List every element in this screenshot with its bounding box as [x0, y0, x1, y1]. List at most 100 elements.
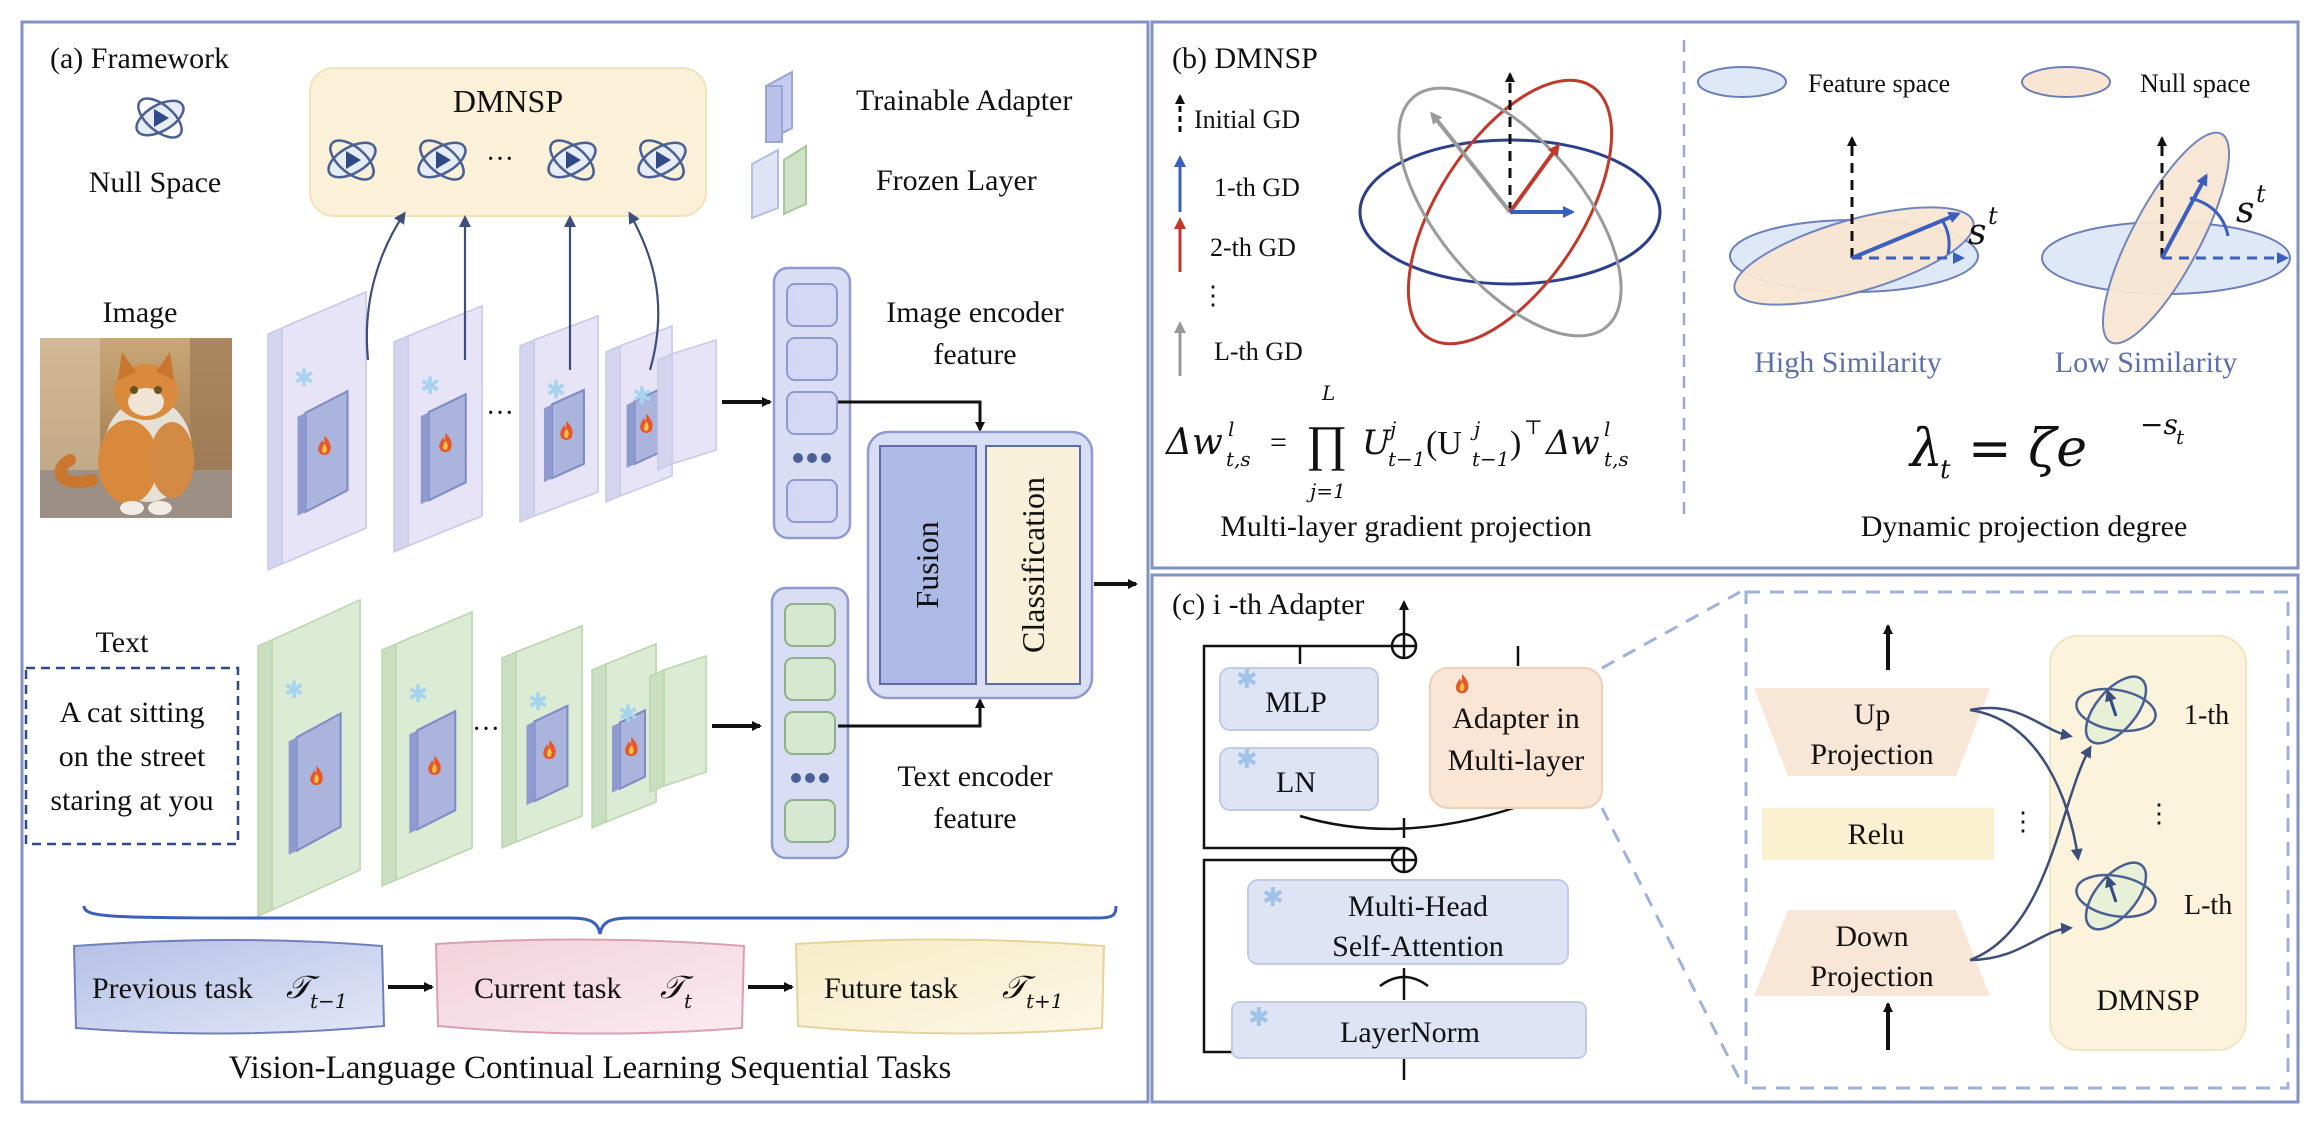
gd-2-label: 2-th GD — [1210, 233, 1296, 262]
image-label: Image — [103, 296, 178, 329]
text-input-line-2: on the street — [59, 740, 206, 773]
text-layer-2: ✱ — [381, 610, 473, 888]
svg-text:t−1: t−1 — [1472, 447, 1510, 471]
svg-text:j: j — [1386, 417, 1396, 441]
task-current-sub: t — [684, 989, 693, 1013]
frozen-snowflake-icon: ✱ — [294, 366, 314, 392]
lambda-caption: Dynamic projection degree — [1861, 510, 2188, 543]
feature-token — [786, 283, 838, 327]
feature-ellipsis-dot — [807, 453, 817, 463]
dmnsp-title: DMNSP — [453, 83, 563, 119]
task-current: Current task 𝒯 t — [434, 938, 746, 1035]
down-projection-block — [1754, 910, 1990, 996]
cat-image — [40, 338, 232, 518]
gd-vdots: ⋮ — [1200, 281, 1226, 310]
panel-c-frame — [1150, 573, 2300, 1104]
detail-vdots-right: ⋮ — [2146, 799, 2172, 828]
frozen-snowflake-icon: ✱ — [528, 690, 548, 716]
adapter-detail-frame — [1744, 590, 2290, 1090]
classification-label: Classification — [1015, 477, 1051, 653]
low-similarity-label: Low Similarity — [2055, 346, 2238, 379]
dmnsp-1th-icon — [2075, 675, 2157, 745]
detail-vdots-left: ⋮ — [2010, 807, 2036, 836]
feature-space-legend-icon — [1697, 66, 1787, 98]
ln-snowflake-icon: ✱ — [1236, 745, 1258, 774]
formula-prod-top: L — [1321, 381, 1335, 405]
text-layer-5 — [649, 654, 707, 794]
task-future-sub: t+1 — [1026, 989, 1064, 1013]
feature-ellipsis-dot — [819, 773, 829, 783]
panel-a-title: (a) Framework — [50, 42, 229, 75]
svg-text:l: l — [1228, 417, 1234, 441]
low-similarity-plot: s t — [2041, 131, 2291, 345]
feature-token — [786, 479, 838, 523]
tasks-brace — [82, 905, 1118, 935]
task-previous-sub: t−1 — [310, 989, 348, 1013]
svg-text:l: l — [1604, 417, 1610, 441]
feature-ellipsis-dot — [791, 773, 801, 783]
up-projection-block — [1754, 688, 1990, 776]
text-input-line-1: A cat sitting — [60, 696, 205, 729]
frozen-snowflake-icon: ✱ — [284, 678, 304, 704]
panel-b-frame — [1150, 20, 2300, 570]
feature-token — [786, 391, 838, 435]
panel-c-title: (c) i -th Adapter — [1172, 588, 1364, 621]
ln-block — [1219, 747, 1379, 811]
svg-text:t,s: t,s — [1226, 447, 1251, 471]
null-space-legend-label: Null space — [2140, 69, 2250, 98]
mhsa-line-2: Self-Attention — [1332, 930, 1504, 963]
high-similarity-plot: s t — [1729, 136, 1998, 306]
layernorm-snowflake-icon: ✱ — [1248, 1003, 1270, 1032]
text-encoder-layers: ✱ ✱ ✱ ✱ — [257, 598, 707, 918]
text-layer-1: ✱ — [257, 598, 361, 918]
svg-text:): ) — [1510, 425, 1521, 462]
first-label: 1-th — [2184, 700, 2229, 731]
gradient-projection-plot — [1358, 72, 1662, 346]
feature-token — [784, 603, 836, 647]
mhsa-snowflake-icon: ✱ — [1262, 883, 1284, 912]
null-space-legend-icon — [2021, 66, 2111, 98]
mlp-snowflake-icon: ✱ — [1236, 665, 1258, 694]
mlp-label: MLP — [1265, 686, 1327, 719]
formula-u: U — [1362, 423, 1392, 463]
text-layers-ellipsis: ··· — [472, 714, 500, 745]
null-space-label: Null Space — [89, 166, 221, 199]
frozen-snowflake-icon: ✱ — [408, 682, 428, 708]
image-feature-line-2: feature — [933, 338, 1016, 371]
residual-add-top-plus — [1392, 634, 1416, 658]
gd-l-label: L-th GD — [1214, 337, 1303, 366]
image-feature-line-1: Image encoder — [886, 296, 1063, 329]
up-line-2: Projection — [1810, 738, 1933, 771]
image-layer-3: ✱ — [519, 314, 599, 524]
zoom-line-bottom — [1600, 807, 1742, 1081]
trainable-adapter-label: Trainable Adapter — [856, 84, 1072, 117]
high-sim-s: s — [1968, 212, 1986, 253]
formula-delta-w-right: Δw — [1544, 423, 1600, 463]
text-feature-line-2: feature — [933, 802, 1016, 835]
task-current-label: Current task — [474, 972, 621, 1005]
svg-text:t: t — [1940, 455, 1951, 485]
text-input-box — [24, 666, 240, 846]
frozen-snowflake-icon: ✱ — [618, 702, 638, 728]
panel-b-title: (b) DMNSP — [1172, 42, 1318, 75]
projection-to-dmnsp-arrows — [1969, 706, 2092, 962]
adapter-to-dmnsp-arrows — [365, 211, 660, 371]
feature-token — [784, 711, 836, 755]
task-future: Future task 𝒯 t+1 — [794, 938, 1106, 1035]
mhsa-line-1: Multi-Head — [1348, 890, 1488, 923]
down-line-2: Projection — [1810, 960, 1933, 993]
relu-block — [1762, 808, 1994, 860]
residual-add-plus — [1392, 848, 1416, 872]
frozen-snowflake-icon: ✱ — [546, 378, 566, 404]
dmnsp-detail-label: DMNSP — [2096, 984, 2199, 1017]
image-layer-2: ✱ — [393, 304, 483, 554]
text-feature-to-fusion-arrow — [838, 698, 985, 728]
dmnsp-ellipsis: ··· — [486, 144, 514, 175]
svg-text:t: t — [2176, 425, 2185, 449]
image-layers-ellipsis: ··· — [486, 398, 514, 429]
zoom-line-top — [1601, 590, 1741, 670]
formula-delta-w-left: Δw — [1164, 422, 1223, 463]
formula-prod: ∏ — [1306, 415, 1347, 471]
projection-formula: Δw l t,s = ∏ L j=1 U j t−1 (U j t−1 ) ⊤ … — [1164, 381, 1629, 503]
